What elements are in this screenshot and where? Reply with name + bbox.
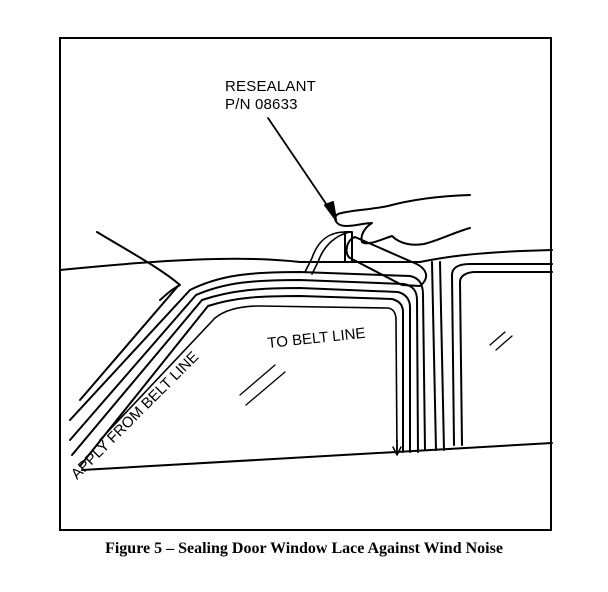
spray-tube-2	[311, 231, 351, 275]
hand	[334, 194, 471, 246]
glass-reflection-1	[239, 364, 276, 396]
rear-window-frame-2	[459, 271, 553, 283]
figure-caption: Figure 5 – Sealing Door Window Lace Agai…	[105, 540, 503, 557]
callout-arrowhead	[324, 201, 337, 221]
to-belt-line-label: TO BELT LINE	[267, 325, 367, 352]
callout-leader	[267, 117, 334, 215]
callout-line-1: RESEALANT	[225, 78, 316, 95]
rear-window-post	[451, 274, 455, 446]
a-pillar-line-2	[69, 294, 197, 441]
door-frame-line-2	[195, 279, 419, 453]
rear-door-frame-2	[439, 261, 445, 451]
rear-window-post-2	[459, 281, 463, 446]
a-pillar-line-3	[71, 299, 203, 456]
glass-reflection-2	[245, 371, 286, 406]
callout-line-2: P/N 08633	[225, 96, 298, 113]
spray-can-body	[345, 236, 428, 287]
glass-reflection-3	[489, 331, 506, 346]
spray-tube	[304, 231, 346, 273]
a-pillar-outer	[79, 285, 179, 401]
door-frame-line-3	[201, 287, 411, 453]
roof-line-outer	[59, 249, 553, 271]
window-lace-line	[99, 305, 398, 453]
resealant-callout: RESEALANT P/N 08633	[225, 78, 316, 114]
windshield-edge	[96, 231, 181, 301]
a-pillar-line-4	[79, 305, 209, 467]
belt-line	[81, 442, 553, 471]
door-frame-line-4	[207, 295, 404, 453]
apply-from-belt-line-label: APPLY FROM BELT LINE	[68, 348, 202, 482]
a-pillar-line-1	[69, 289, 191, 421]
rear-window-frame	[451, 263, 553, 276]
door-frame-line-1	[189, 271, 426, 451]
glass-reflection-4	[495, 335, 513, 351]
rear-door-frame-1	[431, 261, 437, 451]
